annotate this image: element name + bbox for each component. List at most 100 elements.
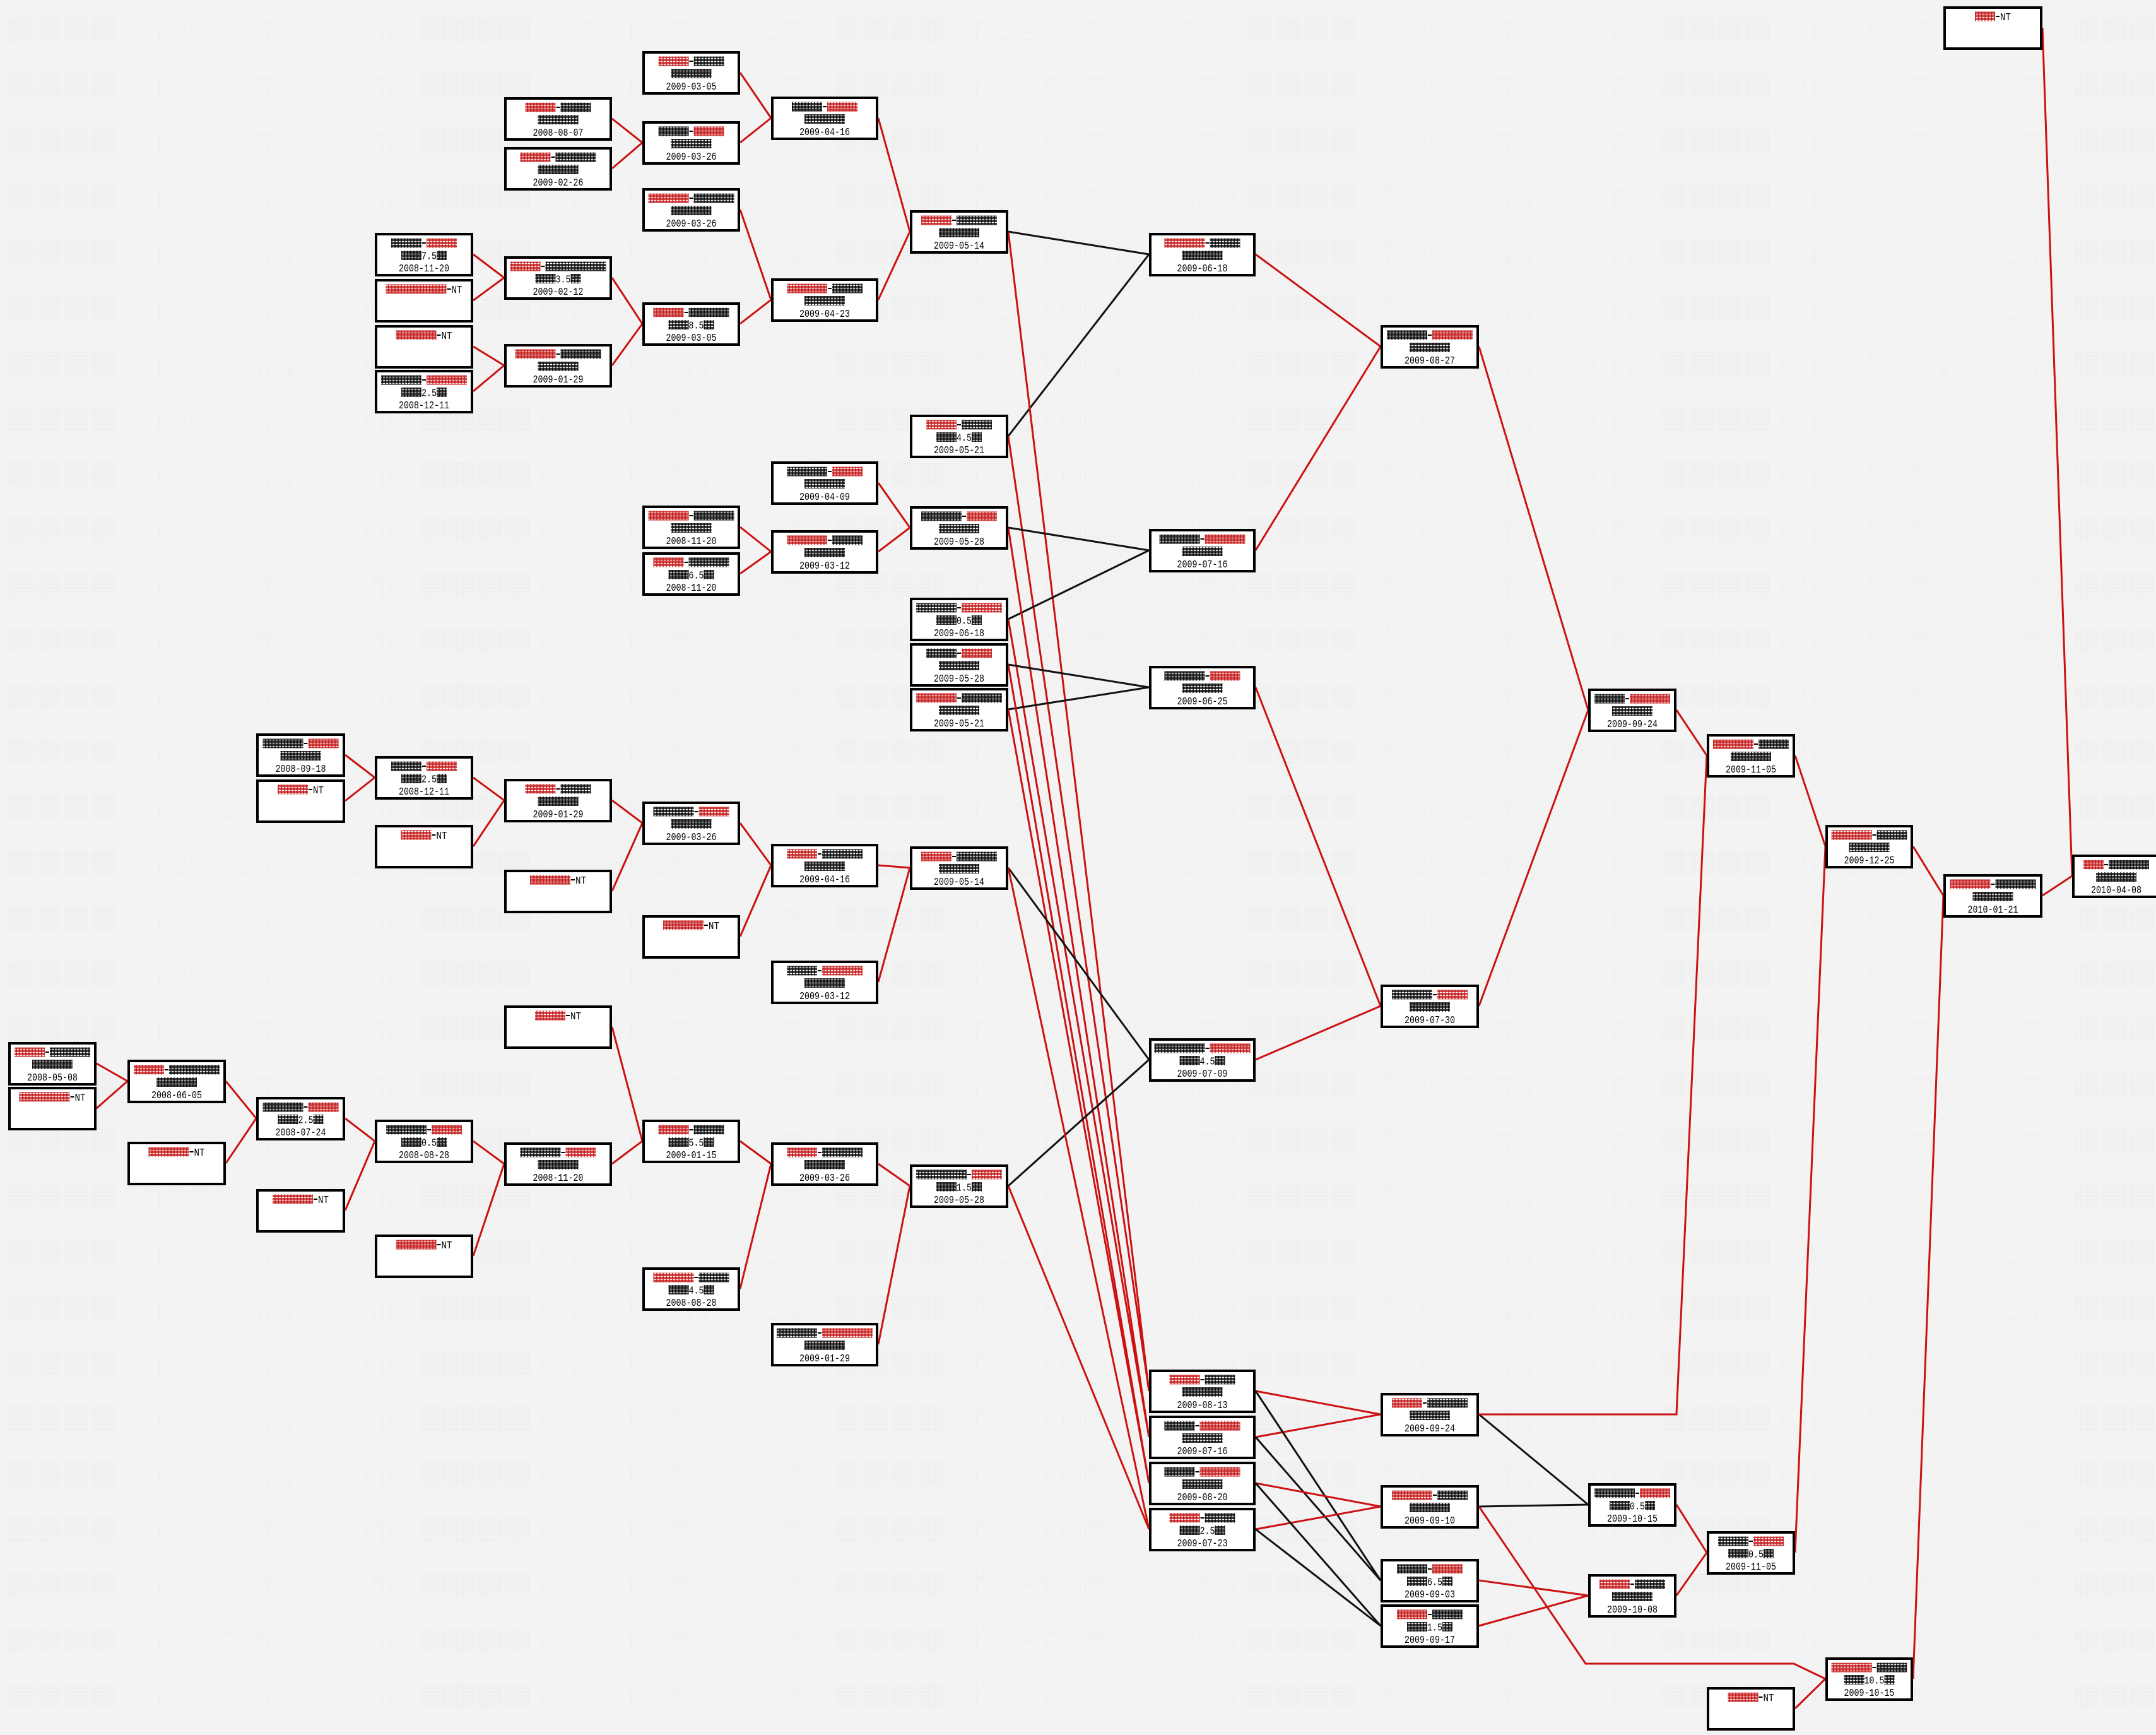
svg-text:(hoetom. com): (hoetom. com) xyxy=(1774,177,2069,220)
svg-text:(hoetom. com): (hoetom. com) xyxy=(1360,511,1656,554)
svg-text:(hoetom. com): (hoetom. com) xyxy=(947,899,1242,942)
svg-text:(hoetom. com): (hoetom. com) xyxy=(947,1122,1242,1164)
svg-text:(hoetom. com): (hoetom. com) xyxy=(121,566,416,609)
svg-text:6.5: 6.5 xyxy=(689,570,704,582)
svg-text:(hoetom. com): (hoetom. com) xyxy=(1360,400,1656,442)
svg-text:2009-03-26: 2009-03-26 xyxy=(799,1172,850,1184)
svg-text:(hoetom. com): (hoetom. com) xyxy=(121,455,416,498)
svg-text:(hoetom. com): (hoetom. com) xyxy=(1774,1399,2069,1442)
svg-text:(hoetom. com): (hoetom. com) xyxy=(1774,733,2069,776)
svg-text:(hoetom. com): (hoetom. com) xyxy=(121,288,416,331)
svg-text:NT: NT xyxy=(313,785,324,796)
svg-text:2009-02-26: 2009-02-26 xyxy=(533,177,584,189)
svg-text:4.5: 4.5 xyxy=(1200,1056,1215,1068)
svg-text:2009-07-23: 2009-07-23 xyxy=(1177,1537,1228,1549)
svg-text:7.5: 7.5 xyxy=(421,251,437,263)
svg-text:(hoetom. com): (hoetom. com) xyxy=(121,1344,416,1387)
svg-text:2009-01-29: 2009-01-29 xyxy=(533,374,584,386)
svg-text:(hoetom. com): (hoetom. com) xyxy=(1774,66,2069,109)
svg-text:(hoetom. com): (hoetom. com) xyxy=(121,955,416,998)
svg-text:8.5: 8.5 xyxy=(689,320,704,332)
svg-text:(hoetom. com): (hoetom. com) xyxy=(947,122,1242,165)
svg-text:(hoetom. com): (hoetom. com) xyxy=(121,622,416,665)
svg-text:2.5: 2.5 xyxy=(421,388,437,400)
svg-text:2009-01-29: 2009-01-29 xyxy=(799,1353,850,1365)
svg-text:(hoetom. com): (hoetom. com) xyxy=(121,400,416,442)
svg-text:(hoetom. com): (hoetom. com) xyxy=(1774,455,2069,498)
svg-text:(hoetom. com): (hoetom. com) xyxy=(1360,233,1656,276)
svg-text:(hoetom. com): (hoetom. com) xyxy=(534,1677,829,1720)
svg-text:(hoetom. com): (hoetom. com) xyxy=(1360,899,1656,942)
svg-text:(hoetom. com): (hoetom. com) xyxy=(121,1510,416,1553)
svg-text:2009-10-15: 2009-10-15 xyxy=(1844,1687,1895,1699)
svg-text:2009-03-05: 2009-03-05 xyxy=(666,332,717,344)
svg-text:2009-06-25: 2009-06-25 xyxy=(1177,696,1228,708)
svg-text:2008-08-28: 2008-08-28 xyxy=(666,1297,717,1309)
svg-text:(hoetom. com): (hoetom. com) xyxy=(1774,788,2069,831)
svg-text:(hoetom. com): (hoetom. com) xyxy=(121,1288,416,1331)
svg-text:2009-04-16: 2009-04-16 xyxy=(799,126,850,138)
svg-text:(hoetom. com): (hoetom. com) xyxy=(1360,1122,1656,1164)
svg-text:(hoetom. com): (hoetom. com) xyxy=(1774,122,2069,165)
svg-text:(hoetom. com): (hoetom. com) xyxy=(947,11,1242,54)
svg-text:2008-06-05: 2008-06-05 xyxy=(151,1089,202,1101)
svg-text:2009-05-28: 2009-05-28 xyxy=(934,536,984,548)
svg-text:(hoetom. com): (hoetom. com) xyxy=(947,1288,1242,1331)
svg-text:2008-05-08: 2008-05-08 xyxy=(27,1072,78,1084)
svg-text:(hoetom. com): (hoetom. com) xyxy=(121,233,416,276)
svg-text:(hoetom. com): (hoetom. com) xyxy=(1360,1066,1656,1109)
svg-text:(hoetom. com): (hoetom. com) xyxy=(1360,566,1656,609)
svg-text:(hoetom. com): (hoetom. com) xyxy=(121,1455,416,1498)
svg-text:2008-11-20: 2008-11-20 xyxy=(533,1172,584,1184)
svg-text:(hoetom. com): (hoetom. com) xyxy=(947,66,1242,109)
svg-text:2008-07-24: 2008-07-24 xyxy=(276,1127,326,1139)
svg-text:2009-01-15: 2009-01-15 xyxy=(666,1149,717,1161)
svg-text:(hoetom. com): (hoetom. com) xyxy=(1774,1010,2069,1053)
svg-text:(hoetom. com): (hoetom. com) xyxy=(947,1677,1242,1720)
svg-text:2009-08-27: 2009-08-27 xyxy=(1405,355,1455,367)
svg-text:NT: NT xyxy=(442,1240,452,1252)
svg-text:(hoetom. com): (hoetom. com) xyxy=(1360,733,1656,776)
svg-text:(hoetom. com): (hoetom. com) xyxy=(1774,955,2069,998)
svg-text:2009-06-18: 2009-06-18 xyxy=(1177,263,1228,275)
svg-text:2009-09-03: 2009-09-03 xyxy=(1405,1589,1455,1601)
svg-text:(hoetom. com): (hoetom. com) xyxy=(1360,1344,1656,1387)
svg-text:(hoetom. com): (hoetom. com) xyxy=(534,1566,829,1609)
svg-text:(hoetom. com): (hoetom. com) xyxy=(1774,1344,2069,1387)
svg-text:NT: NT xyxy=(437,830,447,842)
svg-text:2009-06-18: 2009-06-18 xyxy=(934,627,984,639)
svg-text:(hoetom. com): (hoetom. com) xyxy=(1774,1288,2069,1331)
svg-text:NT: NT xyxy=(570,1010,581,1022)
svg-text:NT: NT xyxy=(194,1147,205,1159)
svg-text:(hoetom. com): (hoetom. com) xyxy=(1774,344,2069,387)
svg-text:2009-05-14: 2009-05-14 xyxy=(934,876,984,888)
svg-text:NT: NT xyxy=(575,875,586,887)
svg-text:NT: NT xyxy=(1764,1692,1774,1704)
svg-text:2009-03-26: 2009-03-26 xyxy=(666,218,717,230)
svg-text:(hoetom. com): (hoetom. com) xyxy=(121,1566,416,1609)
svg-text:(hoetom. com): (hoetom. com) xyxy=(947,455,1242,498)
svg-text:(hoetom. com): (hoetom. com) xyxy=(1774,400,2069,442)
svg-text:2009-02-12: 2009-02-12 xyxy=(533,286,584,298)
svg-text:2010-01-21: 2010-01-21 xyxy=(1968,904,2018,916)
svg-text:2009-03-12: 2009-03-12 xyxy=(799,990,850,1002)
svg-text:(hoetom. com): (hoetom. com) xyxy=(1360,288,1656,331)
svg-text:2009-10-08: 2009-10-08 xyxy=(1607,1604,1658,1616)
svg-text:(hoetom. com): (hoetom. com) xyxy=(1774,677,2069,720)
svg-text:(hoetom. com): (hoetom. com) xyxy=(947,788,1242,831)
svg-text:NT: NT xyxy=(452,284,462,296)
svg-text:NT: NT xyxy=(442,330,452,342)
svg-text:(hoetom. com): (hoetom. com) xyxy=(1360,66,1656,109)
svg-text:(hoetom. com): (hoetom. com) xyxy=(1774,288,2069,331)
svg-text:2009-09-17: 2009-09-17 xyxy=(1405,1634,1455,1646)
svg-text:(hoetom. com): (hoetom. com) xyxy=(1360,1677,1656,1720)
svg-text:2009-04-09: 2009-04-09 xyxy=(799,491,850,503)
svg-text:5.5: 5.5 xyxy=(689,1137,704,1149)
svg-text:2009-03-05: 2009-03-05 xyxy=(666,81,717,93)
svg-text:(hoetom. com): (hoetom. com) xyxy=(1774,1122,2069,1164)
svg-text:(hoetom. com): (hoetom. com) xyxy=(534,1510,829,1553)
svg-text:(hoetom. com): (hoetom. com) xyxy=(1360,1177,1656,1220)
svg-text:(hoetom. com): (hoetom. com) xyxy=(121,1621,416,1664)
svg-text:(hoetom. com): (hoetom. com) xyxy=(1360,122,1656,165)
svg-text:2009-04-23: 2009-04-23 xyxy=(799,308,850,320)
